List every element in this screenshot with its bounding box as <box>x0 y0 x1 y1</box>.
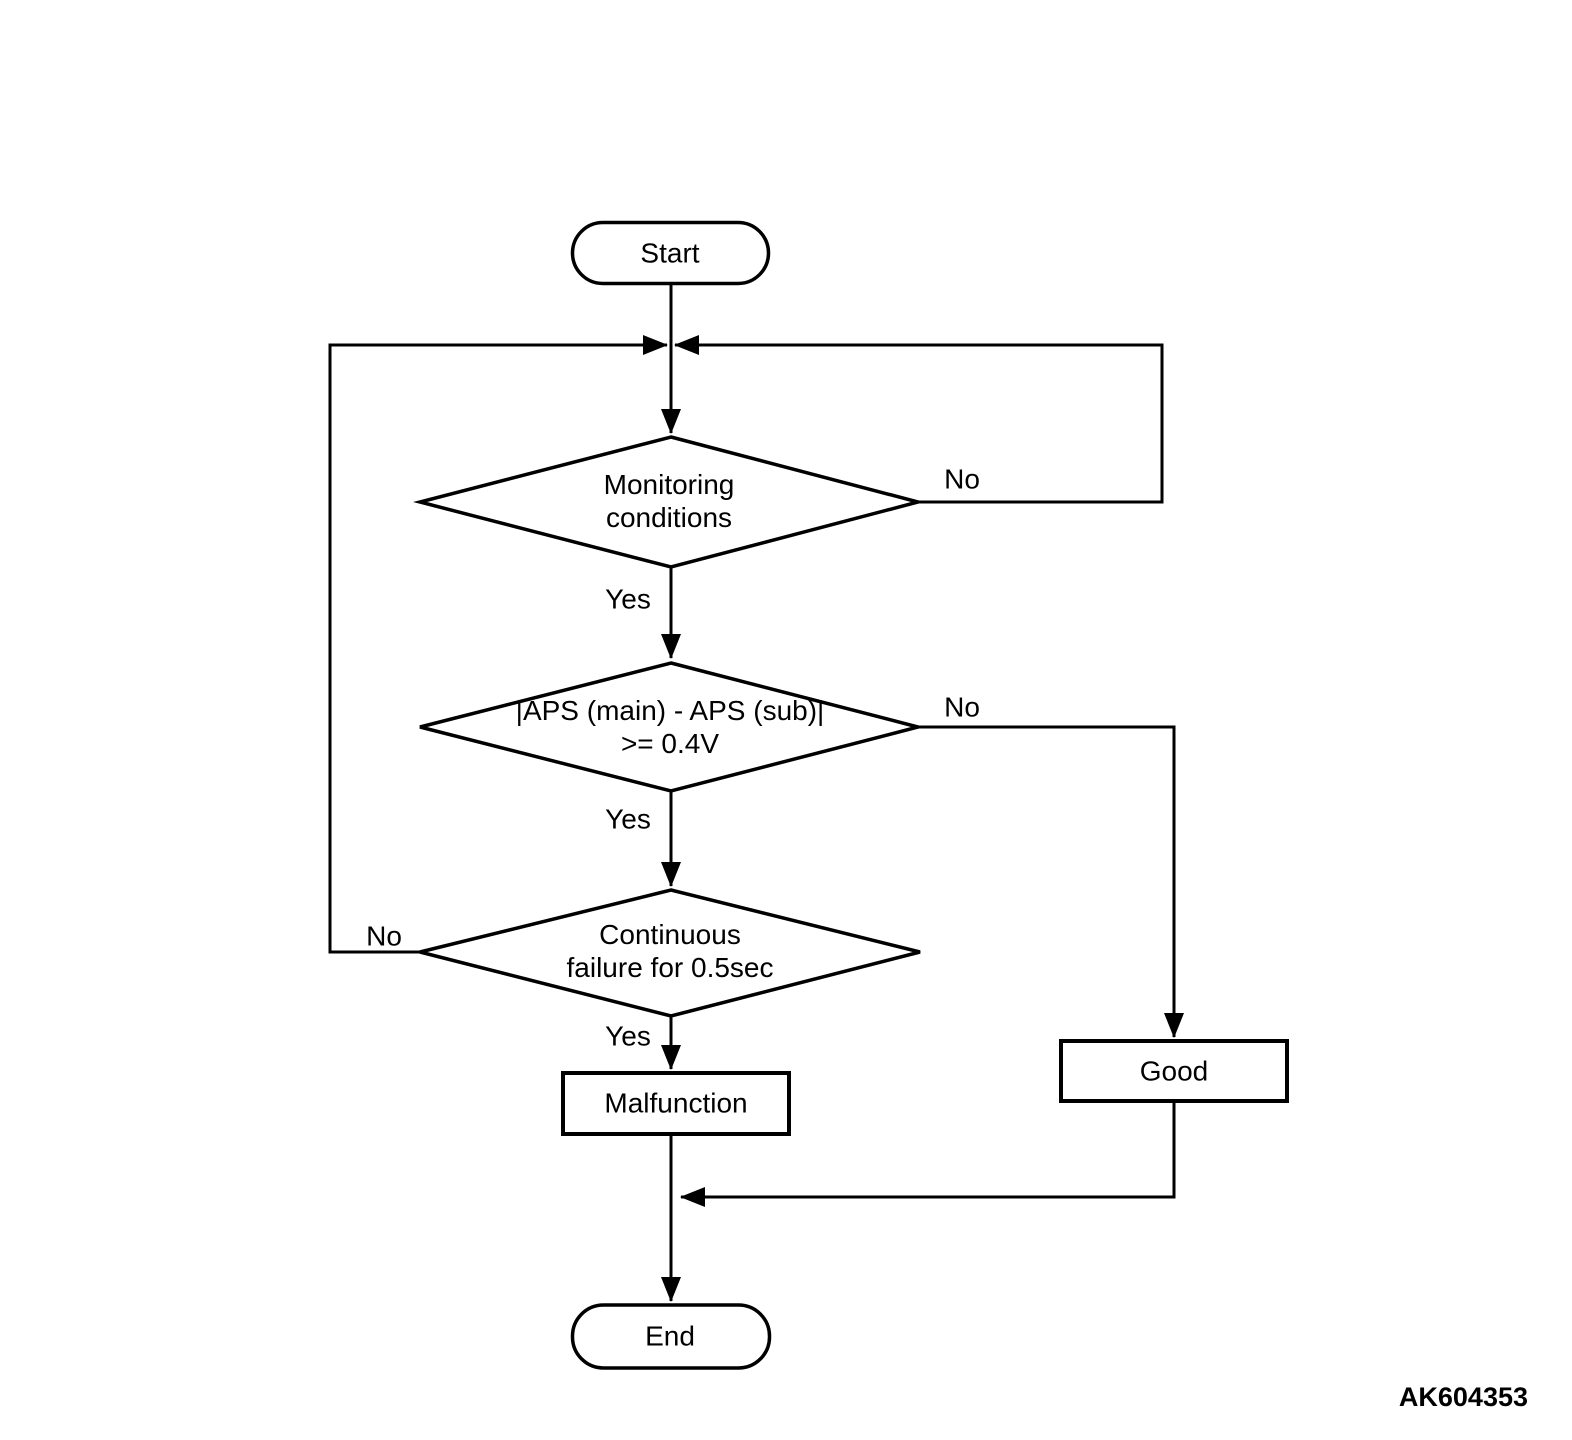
good-label: Good <box>1139 1055 1209 1087</box>
start-label: Start <box>640 237 700 269</box>
continuous-label: Continuous failure for 0.5sec <box>567 918 774 984</box>
end-terminal-shape <box>570 1303 772 1370</box>
aps-label: |APS (main) - APS (sub)| >= 0.4V <box>516 694 825 760</box>
aps-decision-diamond <box>419 661 925 793</box>
monitoring-label-line1: Monitoring <box>603 469 735 500</box>
continuous-yes-label: Yes <box>605 1020 651 1052</box>
malfunction-label: Malfunction <box>604 1087 748 1119</box>
edge-aps-no-to-good <box>918 725 1184 1038</box>
malfunction-process-box <box>561 1071 791 1136</box>
monitoring-label: Monitoring conditions <box>604 468 735 534</box>
monitoring-yes-label: Yes <box>605 583 651 615</box>
figure-id: AK604353 <box>1398 1382 1528 1412</box>
aps-no-label: No <box>944 691 980 723</box>
continuous-label-line2: failure for 0.5sec <box>566 952 774 983</box>
aps-label-line1: |APS (main) - APS (sub)| <box>515 695 825 726</box>
aps-label-line2: >= 0.4V <box>620 728 720 759</box>
edge-monitoring-no-loop <box>674 335 1164 504</box>
good-process-box <box>1059 1039 1289 1103</box>
monitoring-no-label: No <box>944 463 980 495</box>
aps-yes-label: Yes <box>605 803 651 835</box>
monitoring-label-line2: conditions <box>605 502 733 533</box>
start-terminal-shape <box>570 220 771 286</box>
edge-continuous-no-loop <box>328 335 668 954</box>
continuous-decision-diamond <box>419 888 921 1018</box>
continuous-label-line1: Continuous <box>599 919 741 950</box>
end-label: End <box>645 1320 695 1352</box>
continuous-no-label: No <box>366 920 402 952</box>
monitoring-decision-diamond <box>413 435 925 569</box>
edge-good-to-merge <box>680 1101 1176 1207</box>
